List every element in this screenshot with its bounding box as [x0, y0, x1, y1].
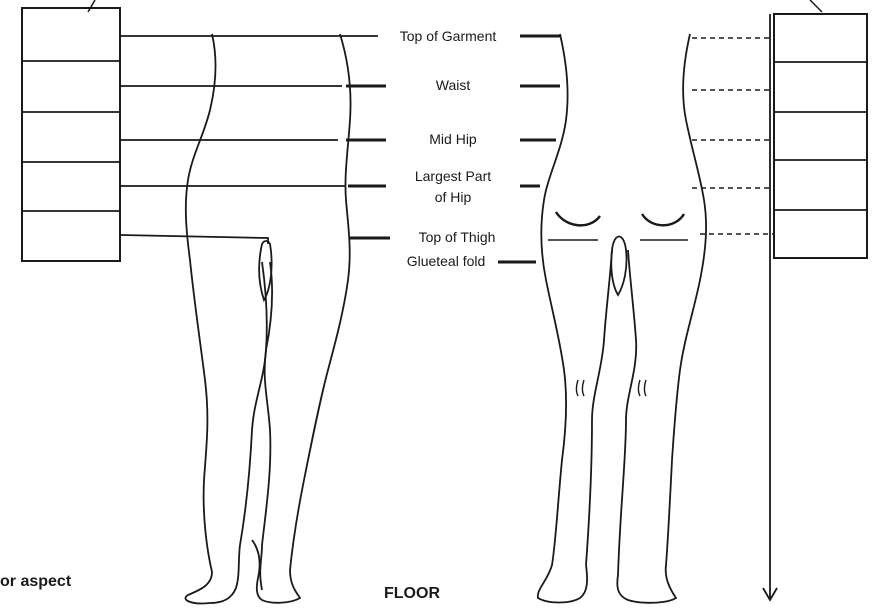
back-body-crotch: [611, 237, 626, 296]
left-connector-lines: [120, 36, 378, 244]
label-mid-hip: Mid Hip: [429, 131, 477, 147]
back-body-left-outline: [538, 34, 587, 603]
label-gluteal-fold: Glueteal fold: [407, 253, 486, 269]
back-body-right-outline: [617, 34, 706, 603]
left-knee-mark: [577, 380, 585, 396]
right-ruler-frame: [774, 14, 867, 258]
back-body-inner-right-leg: [618, 250, 636, 575]
label-top-of-thigh: Top of Thigh: [419, 229, 496, 245]
caption-fragment: or aspect: [0, 573, 72, 590]
side-view-body: [185, 34, 350, 603]
label-floor: FLOOR: [384, 585, 440, 602]
measurement-labels: Top of Garment Waist Mid Hip Largest Par…: [346, 28, 560, 269]
label-top-of-garment: Top of Garment: [400, 28, 497, 44]
side-body-inner-leg-front: [240, 262, 267, 545]
back-view-body: [538, 34, 706, 603]
label-largest-part-line1: Largest Part: [415, 168, 491, 184]
corner-mark-right: [810, 0, 822, 12]
right-knee-mark: [639, 380, 647, 396]
left-buttock-curve: [556, 212, 600, 225]
label-largest-part-line2: of Hip: [435, 189, 472, 205]
corner-mark-left: [88, 0, 95, 12]
left-ruler-block: [22, 8, 120, 261]
back-body-inner-left-leg: [586, 250, 612, 565]
right-ruler-block: [774, 14, 867, 258]
side-body-front-outline: [185, 34, 240, 603]
right-buttock-curve: [642, 214, 684, 225]
left-ruler-frame: [22, 8, 120, 261]
connector-top-of-thigh: [120, 235, 268, 244]
label-waist: Waist: [436, 77, 471, 93]
